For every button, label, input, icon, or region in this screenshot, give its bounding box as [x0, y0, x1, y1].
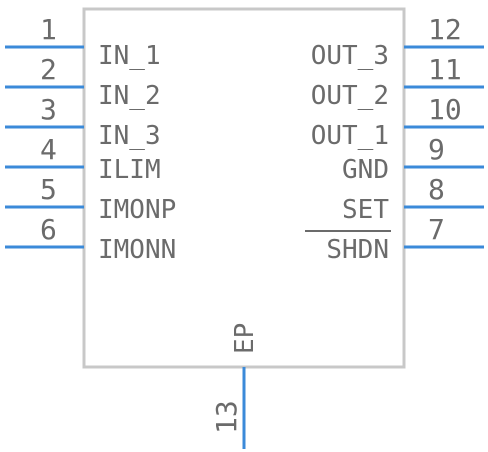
- pin-3-number: 3: [40, 93, 57, 126]
- pin-11-name: OUT_2: [311, 81, 389, 111]
- pin-3-name: IN_3: [98, 121, 161, 151]
- pin-8-number: 8: [428, 173, 445, 206]
- pin-13-number: 13: [210, 400, 243, 434]
- pin-1-name: IN_1: [98, 41, 161, 71]
- pin-2-number: 2: [40, 53, 57, 86]
- pin-12-number: 12: [428, 13, 462, 46]
- pin-9-name: GND: [342, 155, 389, 185]
- pin-6-number: 6: [40, 213, 57, 246]
- pin-10-number: 10: [428, 93, 462, 126]
- pin-13-name: EP: [230, 323, 260, 354]
- pin-8-name: SET: [342, 195, 389, 225]
- pin-9-number: 9: [428, 133, 445, 166]
- pin-10-name: OUT_1: [311, 121, 389, 151]
- pin-12-name: OUT_3: [311, 41, 389, 71]
- pin-4-number: 4: [40, 133, 57, 166]
- pin-2-name: IN_2: [98, 81, 161, 111]
- pin-7-number: 7: [428, 213, 445, 246]
- pin-7-name: SHDN: [326, 235, 389, 265]
- pin-1-number: 1: [40, 13, 57, 46]
- pin-11-number: 11: [428, 53, 462, 86]
- pin-6-name: IMONN: [98, 235, 176, 265]
- pin-5-name: IMONP: [98, 195, 176, 225]
- pin-5-number: 5: [40, 173, 57, 206]
- pin-4-name: ILIM: [98, 155, 161, 185]
